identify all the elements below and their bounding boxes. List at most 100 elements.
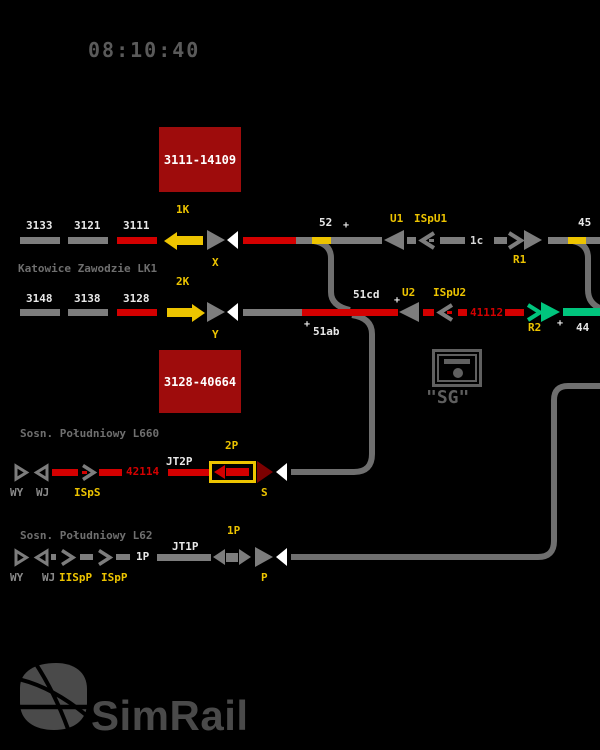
l62-dash — [51, 554, 56, 560]
block-label-3111: 3111 — [123, 219, 150, 232]
track2-block-3138 — [68, 309, 108, 316]
l660-occupied-segment — [52, 469, 78, 476]
wj-indicator-icon[interactable] — [33, 463, 50, 482]
station-label-katowice: Katowice Zawodzie LK1 — [18, 262, 158, 275]
track2-red-dash — [423, 309, 434, 316]
track1-segment — [331, 237, 382, 244]
crossover-left — [313, 238, 351, 313]
wj-indicator-icon[interactable] — [33, 548, 50, 567]
jt2p-route-box[interactable] — [209, 461, 256, 483]
train-number-42114[interactable]: 42114 — [126, 465, 160, 478]
plus-sign: + — [557, 318, 564, 329]
crossover-right — [572, 238, 600, 312]
track1-block-3121 — [68, 237, 108, 244]
block-label-3133: 3133 — [26, 219, 53, 232]
double-arrow-left-icon — [213, 549, 225, 565]
route-label-1k: 1K — [176, 203, 190, 216]
block-label-3121: 3121 — [74, 219, 101, 232]
double-arrow-bar — [226, 553, 238, 562]
signal-r2-triangle-icon — [541, 302, 560, 322]
route-arrow-bar — [167, 308, 193, 317]
signal-u2-icon[interactable] — [399, 302, 419, 322]
iispp-indicator-icon[interactable] — [58, 548, 77, 567]
jt2p-label: JT2P — [166, 455, 193, 468]
signal-u1-label: U1 — [390, 212, 404, 225]
jt1p-label: JT1P — [172, 540, 199, 553]
l660-occupied-segment — [99, 469, 122, 476]
track1-dash — [407, 237, 416, 244]
wj-label: WJ — [42, 571, 56, 584]
track1-route-lit-segment — [312, 237, 331, 244]
signal-ispu2-icon[interactable] — [435, 302, 455, 323]
block-label-3148: 3148 — [26, 292, 53, 305]
station-label-l660: Sosn. Południowy L660 — [20, 427, 160, 440]
ispp-indicator-icon[interactable] — [95, 548, 114, 567]
track2-red-dash — [505, 309, 524, 316]
train-number-41112[interactable]: 41112 — [470, 306, 504, 319]
block-label-3128: 3128 — [123, 292, 150, 305]
plus-sign: + — [304, 319, 311, 330]
track2-red-dash — [458, 309, 467, 316]
track1-occupied-segment — [243, 237, 296, 244]
wy-label: WY — [10, 486, 24, 499]
train-box-3111[interactable]: 3111-14109 — [159, 127, 241, 192]
route-label-2k: 2K — [176, 275, 190, 288]
signal-ispu1-label: ISpU1 — [414, 212, 448, 225]
signal-p-gray-triangle-icon[interactable] — [255, 547, 273, 567]
plus-sign: + — [343, 220, 350, 231]
signal-x-label: X — [212, 256, 219, 269]
route-arrow-left-icon — [164, 232, 177, 250]
wy-indicator-icon[interactable] — [13, 463, 30, 482]
signal-r2-label: R2 — [528, 321, 542, 334]
signal-x-white-triangle-icon — [227, 231, 238, 249]
train-box-3128[interactable]: 3128-40664 — [159, 350, 241, 413]
signal-s-white-triangle-icon — [276, 463, 287, 481]
wj-label: WJ — [36, 486, 50, 499]
track2-segment — [243, 309, 302, 316]
track1-name: 1c — [470, 234, 484, 247]
track2-block-3148 — [20, 309, 60, 316]
isps-label: ISpS — [74, 486, 101, 499]
simrail-globe-icon — [20, 663, 88, 730]
signal-r1-chevron-icon — [507, 231, 525, 250]
track-1p-label: 1P — [136, 550, 150, 563]
branch-to-s-track — [291, 312, 375, 475]
route-label-2p: 2P — [225, 439, 239, 452]
route-arrow-bar — [226, 468, 249, 476]
sg-indicator-label: "SG" — [426, 387, 470, 408]
signal-s-stop-icon[interactable] — [257, 461, 273, 483]
wy-indicator-icon[interactable] — [13, 548, 30, 567]
track1-route-lit-segment — [568, 237, 586, 244]
station-label-l62: Sosn. Południowy L62 — [20, 529, 153, 542]
route-arrow-left-icon — [214, 465, 225, 479]
signal-u1-icon[interactable] — [384, 230, 404, 250]
track2-block-3128 — [117, 309, 157, 316]
isps-indicator-icon[interactable] — [79, 463, 98, 482]
route-arrow-right-icon — [192, 304, 205, 322]
switch-label-45: 45 — [578, 216, 592, 229]
l660-occupied-segment — [168, 469, 209, 476]
l62-dash — [116, 554, 130, 560]
l62-track-segment — [157, 554, 211, 561]
track2-occupied-segment — [302, 309, 398, 316]
switch-label-51ab: 51ab — [313, 325, 340, 338]
wy-label: WY — [10, 571, 24, 584]
signal-s-label: S — [261, 486, 268, 499]
signal-p-white-triangle-icon — [276, 548, 287, 566]
signal-r1-triangle-icon — [524, 230, 542, 250]
signal-y-gray-triangle-icon — [207, 302, 225, 322]
clock: 08:10:40 — [88, 38, 201, 62]
signal-ispu1-icon[interactable] — [417, 230, 437, 251]
l62-dash — [80, 554, 93, 560]
route-label-1p: 1P — [227, 524, 241, 537]
route-arrow-bar — [177, 236, 203, 245]
signal-r2-chevron-icon — [526, 303, 544, 322]
double-arrow-right-icon — [239, 549, 251, 565]
signal-x-gray-triangle-icon — [207, 230, 225, 250]
branch-to-p-track — [291, 383, 600, 560]
track2-cleared-segment — [563, 308, 600, 316]
iispp-label: IISpP — [59, 571, 93, 584]
sg-indicator-box-icon — [432, 349, 482, 387]
